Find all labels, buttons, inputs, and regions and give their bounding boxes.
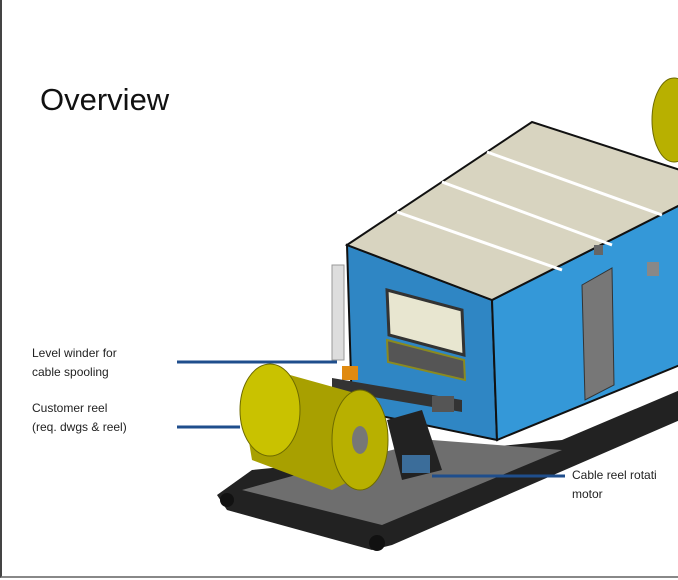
callout-line: Cable reel rotati xyxy=(572,468,657,482)
front-panel xyxy=(385,338,467,382)
skid-deck xyxy=(242,440,562,525)
back-reel xyxy=(651,77,678,163)
reel-motor xyxy=(402,455,430,473)
level-winder-post xyxy=(331,264,345,361)
slide-title: Overview xyxy=(40,82,170,117)
container-roof xyxy=(344,120,678,302)
callout-line: Customer reel xyxy=(32,401,108,415)
reel-hub xyxy=(352,426,368,454)
window xyxy=(385,288,466,357)
level-winder-rail xyxy=(332,378,462,412)
callout-line: Level winder for xyxy=(32,346,117,360)
side-box xyxy=(594,245,603,255)
callout-level-winder: Level winder for cable spooling xyxy=(32,344,117,382)
level-winder-carriage xyxy=(342,366,358,380)
skid-wheel xyxy=(220,493,234,507)
roof-seam xyxy=(396,210,563,272)
callout-line: (req. dwgs & reel) xyxy=(32,420,127,434)
roof-seam xyxy=(486,150,663,217)
callout-motor: Cable reel rotati motor xyxy=(572,466,657,504)
skid-wheel xyxy=(369,535,385,551)
side-box xyxy=(647,262,659,276)
roof-seam xyxy=(441,180,613,247)
callout-line: cable spooling xyxy=(32,365,109,379)
callout-customer-reel: Customer reel (req. dwgs & reel) xyxy=(32,399,127,437)
callout-line: motor xyxy=(572,487,603,501)
reel-flange xyxy=(239,363,301,457)
door xyxy=(581,267,615,401)
level-winder-drive xyxy=(432,396,454,412)
